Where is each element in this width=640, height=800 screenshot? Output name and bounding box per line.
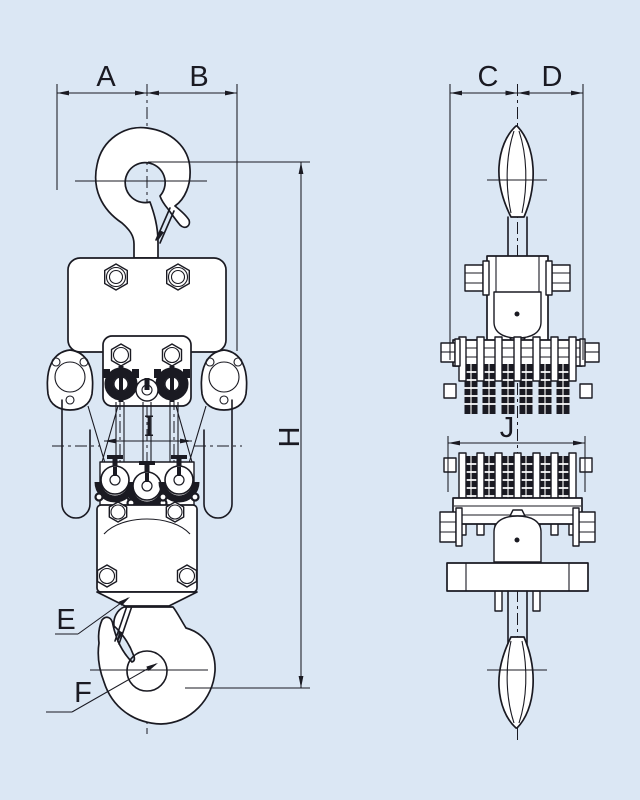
dim-label-b: B [189, 61, 208, 93]
side-top-plate-stack [440, 336, 600, 415]
load-chains [87, 398, 207, 468]
side-view-top [440, 84, 600, 742]
dim-label-c: C [478, 61, 499, 93]
sheave-nut-right [161, 343, 183, 367]
leader-f: F [46, 663, 158, 713]
dim-c-d: C D [449, 61, 584, 360]
dimensions: A B C D H I [46, 61, 586, 713]
dim-i: I [104, 410, 192, 444]
right-lug [200, 349, 248, 411]
bottom-hook-latch [114, 599, 134, 645]
dim-label-i: I [143, 410, 154, 443]
top-hook [75, 126, 207, 259]
dim-j: J [447, 412, 586, 492]
top-hook-latch [155, 207, 175, 244]
front-view [46, 84, 248, 734]
dim-h: H [148, 161, 310, 689]
body-nut-left [103, 263, 129, 291]
dim-label-j: J [500, 412, 515, 444]
leader-e: E [55, 597, 130, 636]
side-bottom-hook [487, 590, 547, 729]
upper-roller [135, 378, 159, 402]
bottom-hook [90, 599, 216, 725]
side-suspension-bracket [464, 255, 571, 344]
lower-block [96, 501, 198, 593]
sheave-nut-left [110, 343, 132, 367]
chain-loops [52, 399, 242, 519]
dim-label-h: H [274, 427, 306, 448]
side-bottom-plate-stack [439, 452, 596, 612]
body-nut-right [165, 263, 191, 291]
dim-label-a: A [96, 61, 116, 93]
side-view-bottom [439, 452, 596, 729]
side-top-hook [487, 125, 547, 258]
dim-label-f: F [74, 677, 92, 709]
block-taper [96, 591, 198, 607]
dim-label-d: D [542, 61, 563, 93]
dim-label-e: E [56, 604, 75, 636]
bottom-hook-eye [126, 650, 168, 692]
left-lug [46, 349, 94, 411]
dim-a-b: A B [56, 61, 238, 351]
